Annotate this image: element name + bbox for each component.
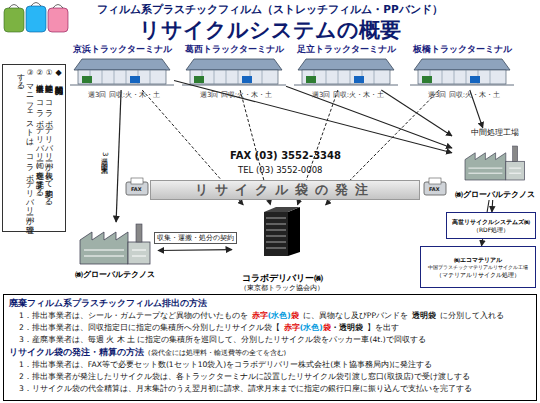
office-node: コラボデリバリー㈱（東京都トラック協会内） (232, 205, 332, 293)
terminal-node: 板橋トラックターミナル (410, 44, 514, 90)
note-line: 1．排出事業者は、シール・ガムテープなど異物の付いたものを赤字(水色)袋に、異物… (9, 310, 531, 322)
note-text: に分別して入れる (440, 311, 504, 320)
node-text: 葛西トラックターミナル (182, 44, 286, 55)
text-label: フィルム系プラスチックフィルム（ストレッチフィルム・PPバンド） (80, 3, 460, 17)
note-text: 廃棄フィルム系プラスチックフィルム排出の方法 (9, 298, 207, 308)
note-text: 1．排出事業者は、FAX等で必要セット数(1セット10袋入)をコラボデリバリー株… (19, 360, 432, 369)
note-text: 3．産廃事業者は、毎週 火 木 土 に指定の集積所を巡回して、分別したリサイクル… (19, 335, 426, 344)
note-line: 3．リサイクル袋の代金精算は、月末集計のうえ翌月初に請求、請求月末までに指定の銀… (9, 383, 531, 395)
building-side (288, 207, 300, 256)
note-text: (袋代金には処理料・輸送費等の全てを含む) (148, 349, 286, 357)
text-label: FAX (131, 186, 142, 192)
bag-icon (48, 8, 68, 32)
note-text: 袋 (323, 323, 331, 332)
fax-illustration (126, 178, 148, 195)
note-text: 赤字 (252, 311, 268, 320)
note-line: 1．排出事業者は、FAX等で必要セット数(1セット10袋入)をコラボデリバリー株… (9, 359, 531, 371)
node-text: 中間処理工場 (471, 128, 519, 138)
factory-illustration (465, 146, 525, 180)
note-line: 2．排出事業者は、回収指定日に指定の集積所へ分別したリサイクル袋【赤字(水色)袋… (9, 322, 531, 334)
node-text: 足立トラックターミナル (294, 44, 398, 55)
note-line: 廃棄フィルム系プラスチックフィルム排出の方法 (9, 297, 531, 310)
edge-label: 収集・運搬・処分の契約 (154, 232, 237, 244)
bag-icon (26, 6, 46, 32)
text-label: 週3回 回収:火・木・土 (88, 90, 160, 100)
logo (4, 3, 68, 33)
note-text: 透明袋 (412, 311, 436, 320)
contract-box: ◆ 契約関係① 処理契約等は、コラボデリバリー㈱が代表して契約する。② 排出事業… (2, 64, 66, 232)
node-text: ㈱グローバルテクノス (455, 190, 535, 200)
node-text: 京浜トラックターミナル (70, 44, 174, 55)
note-text: (水色) (268, 311, 291, 320)
bag-handles (9, 3, 63, 9)
note-text: 】を出す (367, 323, 399, 332)
node-text: 中国プラスチックマテリアルリサイクル工場 (428, 264, 528, 271)
text-label: 週3回 回収:火・木・土 (200, 90, 272, 100)
note-text: 1．排出事業者は、シール・ガムテープなど異物の付いたものを (19, 311, 248, 320)
text-label: 週3回 回収:火・木・土 (428, 90, 500, 100)
fax-illustration (424, 178, 446, 195)
notes-box: 廃棄フィルム系プラスチックフィルム排出の方法 1．排出事業者は、シール・ガムテープ… (3, 294, 537, 401)
note-text: 3．リサイクル袋の代金精算は、月末集計のうえ翌月初に請求、請求月末までに指定の銀… (19, 384, 472, 393)
text-label: 週3回 回収:火・木・土 (312, 90, 384, 100)
connector (174, 81, 452, 153)
node-text: ② 排出事業者は、コラボデリバリー㈱に処理を委託する。 (35, 68, 45, 228)
connector (116, 90, 121, 222)
terminal-illustration (70, 59, 174, 85)
text-label: FAX (03) 3552-3348 (230, 150, 341, 161)
text-label: TEL (03) 3552-0008 (238, 165, 322, 175)
terminal-illustration (182, 59, 286, 85)
note-text: に、異物なし及びPPバンドを (303, 311, 408, 320)
order-band: リサイクル袋の発注 (150, 180, 420, 200)
note-text: 2．排出事業者が発注したリサイクル袋は、各トラックターミナルに設置したリサイクル… (19, 372, 470, 381)
connector (286, 86, 452, 148)
note-text: 2．排出事業者は、回収指定日に指定の集積所へ分別したリサイクル袋【 (19, 323, 280, 332)
recycler-box: 高世リサイクルシステムズ㈱（RDF処理） (446, 212, 536, 239)
diagram-title: リサイクルシステムの概要 (0, 16, 540, 44)
edge-label: 週3回 回収:火・木・土 (100, 152, 110, 161)
node-text: リサイクル袋の発注 (195, 181, 375, 199)
note-text: リサイクル袋の発注・精算の方法 (9, 347, 144, 357)
node-text: ① 処理契約等は、コラボデリバリー㈱が代表して契約する。 (44, 68, 54, 228)
node-text: ㈱グローバルテクノス (75, 270, 155, 280)
note-text: ・透明袋 (331, 323, 363, 332)
note-text: 赤字 (284, 323, 300, 332)
office-building (264, 207, 300, 256)
building-front (264, 212, 288, 256)
terminal-node: 葛西トラックターミナル (182, 44, 286, 90)
building-windows (266, 218, 286, 248)
text-label: FAX (429, 186, 440, 192)
connector (491, 200, 493, 212)
note-line: 3．産廃事業者は、毎週 火 木 土 に指定の集積所を巡回して、分別したリサイクル… (9, 334, 531, 346)
node-text: ③ マニフェストは、コラボデリバリー㈱が管理する。 (16, 68, 35, 228)
connector (158, 249, 232, 251)
note-text: (水色) (300, 323, 323, 332)
node-text: 板橋トラックターミナル (410, 44, 514, 55)
node-text: （東京都トラック協会内） (240, 284, 324, 293)
note-line: リサイクル袋の発注・精算の方法 (袋代金には処理料・輸送費等の全てを含む) (9, 346, 531, 359)
terminal-illustration (294, 59, 398, 85)
bag-icon (4, 8, 24, 32)
node-text: （マテリアルリサイクル処理） (436, 271, 520, 279)
node-text: コラボデリバリー㈱ (242, 273, 323, 284)
factory-node: ㈱グローバルテクノス (72, 222, 158, 280)
plant-node: 中間処理工場㈱グローバルテクノス (452, 128, 538, 200)
node-text: ◆ 契約関係 (54, 68, 64, 228)
note-text: 袋 (291, 311, 299, 320)
plant-illustration (465, 146, 525, 180)
building-top (264, 207, 300, 212)
terminal-illustration (410, 59, 514, 85)
node-text: （RDF処理） (473, 226, 509, 234)
terminal-node: 足立トラックターミナル (294, 44, 398, 90)
recycler-box: ㈱エコマテリアル中国プラスチックマテリアルリサイクル工場（マテリアルリサイクル処… (420, 246, 536, 288)
terminal-node: 京浜トラックターミナル (70, 44, 174, 90)
note-line: 2．排出事業者が発注したリサイクル袋は、各トラックターミナルに設置したリサイクル… (9, 371, 531, 383)
node-text: 高世リサイクルシステムズ㈱ (452, 218, 530, 226)
factory-illustration (80, 224, 150, 264)
node-text: ㈱エコマテリアル (454, 256, 502, 264)
